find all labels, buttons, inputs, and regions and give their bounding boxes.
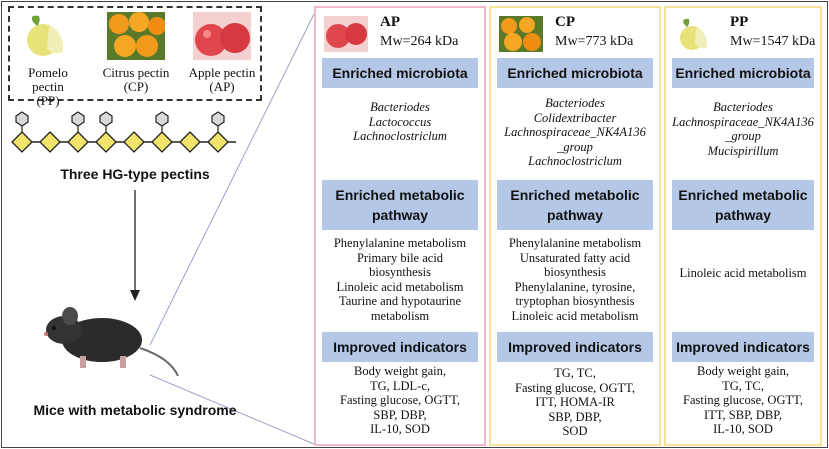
cp-pathway-header: Enriched metabolic pathway: [497, 180, 653, 230]
ap-pathway-list: Phenylalanine metabolism Primary bile ac…: [318, 236, 482, 323]
pathway: Linoleic acid metabolism: [679, 266, 807, 280]
hg-chain-diagram: [11, 111, 236, 153]
pomelo-image: [19, 12, 77, 60]
pathway: Linoleic acid metabolism: [511, 308, 639, 323]
microbe: Mucispirillum: [707, 143, 779, 158]
pp-abbr: PP: [730, 14, 749, 30]
apple-image: [324, 16, 368, 52]
pp-microbiota-list: Bacteriodes Lachnospiraceae_NK4A136 _gro…: [668, 100, 818, 158]
cp-column: CP Mw=773 kDa Enriched microbiota Bacter…: [489, 6, 661, 446]
microbe: _group: [725, 129, 761, 143]
pathway-header-line: Enriched metabolic: [335, 187, 465, 203]
ap-microbiota-header: Enriched microbiota: [322, 58, 478, 88]
ap-abbr: AP: [380, 14, 400, 30]
indicator: Fasting glucose, OGTT,: [340, 393, 460, 407]
ap-indicators-header: Improved indicators: [322, 332, 478, 362]
pathway: metabolism: [370, 308, 430, 323]
microbe: Lachnoclostriclum: [353, 129, 447, 143]
indicator: TG, TC,: [722, 378, 764, 393]
microbe: Lachnoclostriclum: [528, 154, 622, 168]
microbe: Bacteriodes: [370, 100, 430, 114]
microbe: _group: [557, 139, 593, 154]
ap-pathway-header: Enriched metabolic pathway: [322, 180, 478, 230]
microbe: Lachnospiraceae_NK4A136: [504, 125, 646, 139]
apple-image: [193, 12, 251, 60]
cp-microbiota-list: Bacteriodes Colidextribacter Lachnospira…: [493, 96, 657, 169]
indicator: Body weight gain,: [696, 364, 789, 378]
pomelo-image: [674, 16, 718, 52]
pathway-header-line: Enriched metabolic: [678, 187, 808, 203]
indicator: SBP, DBP,: [373, 407, 427, 422]
pathway: Phenylalanine, tyrosine,: [514, 279, 636, 294]
pathway-header-line: Enriched metabolic: [510, 187, 640, 203]
indicator: TG, TC,: [554, 366, 596, 380]
pp-indicators-list: Body weight gain, TG, TC, Fasting glucos…: [668, 364, 818, 437]
microbe: Bacteriodes: [545, 96, 605, 110]
citrus-image: [107, 12, 166, 60]
ap-indicators-list: Body weight gain, TG, LDL-c, Fasting glu…: [318, 364, 482, 437]
pathway: Phenylalanine metabolism: [508, 236, 642, 250]
indicator: IL-10, SOD: [370, 422, 430, 436]
pathway: tryptophan biosynthesis: [515, 294, 635, 308]
ap-microbiota-list: Bacteriodes Lactococcus Lachnoclostriclu…: [318, 100, 482, 144]
indicator: SOD: [562, 424, 588, 438]
cp-indicators-list: TG, TC, Fasting glucose, OGTT, ITT, HOMA…: [493, 366, 657, 439]
pathway-header-line: pathway: [371, 207, 428, 223]
ap-header: AP Mw=264 kDa: [320, 12, 480, 60]
cp-pathway-list: Phenylalanine metabolism Unsaturated fat…: [493, 236, 657, 323]
down-arrow-icon: [130, 190, 140, 301]
microbe: Colidextribacter: [533, 110, 617, 125]
pathway-header-line: pathway: [714, 207, 771, 223]
microbe: Lachnospiraceae_NK4A136: [672, 114, 814, 129]
pathway: Phenylalanine metabolism: [333, 236, 467, 250]
cp-mw: Mw=773 kDa: [555, 34, 634, 49]
citrus-item: Citrus pectin (CP): [100, 12, 172, 94]
ap-column: AP Mw=264 kDa Enriched microbiota Bacter…: [314, 6, 486, 446]
pp-indicators-header: Improved indicators: [672, 332, 814, 362]
pathway: biosynthesis: [544, 265, 606, 279]
indicator: Fasting glucose, OGTT,: [515, 380, 635, 395]
pp-microbiota-header: Enriched microbiota: [672, 58, 814, 88]
indicator: Fasting glucose, OGTT,: [683, 393, 803, 407]
mouse-icon: [44, 307, 179, 377]
indicator: IL-10, SOD: [713, 422, 773, 436]
apple-item: Apple pectin (AP): [186, 12, 258, 94]
chain-title: Three HG-type pectins: [60, 166, 210, 182]
pathway-header-line: pathway: [546, 207, 603, 223]
microbe: Lactococcus: [368, 114, 432, 129]
pathway: Taurine and hypotaurine: [339, 294, 461, 308]
pectin-legend-box: Pomelo pectin (PP) Citrus pectin (CP): [8, 6, 262, 108]
pathway: Primary bile acid: [356, 250, 444, 265]
microbe: Bacteriodes: [713, 100, 773, 114]
cp-header: CP Mw=773 kDa: [495, 12, 655, 60]
apple-abbr: (AP): [209, 79, 235, 94]
pp-header: PP Mw=1547 kDa: [670, 12, 829, 60]
pomelo-label: Pomelo pectin: [28, 65, 68, 94]
pathway: Linoleic acid metabolism: [336, 279, 464, 294]
pomelo-item: Pomelo pectin (PP): [12, 12, 84, 108]
citrus-image: [499, 16, 543, 52]
indicator: SBP, DBP,: [548, 409, 602, 424]
citrus-abbr: (CP): [123, 79, 149, 94]
citrus-label: Citrus pectin: [102, 65, 170, 80]
cp-microbiota-header: Enriched microbiota: [497, 58, 653, 88]
mouse-title: Mice with metabolic syndrome: [33, 402, 237, 418]
pathway: biosynthesis: [369, 265, 431, 279]
indicator: ITT, SBP, DBP,: [704, 407, 782, 422]
cp-indicators-header: Improved indicators: [497, 332, 653, 362]
pomelo-abbr: (PP): [36, 93, 60, 108]
apple-label: Apple pectin: [188, 65, 256, 80]
cp-abbr: CP: [555, 14, 575, 30]
indicator: Body weight gain,: [353, 364, 446, 378]
pp-pathway-list: Linoleic acid metabolism: [668, 266, 818, 281]
pp-column: PP Mw=1547 kDa Enriched microbiota Bacte…: [664, 6, 822, 446]
pathway: Unsaturated fatty acid: [519, 250, 631, 265]
ap-mw: Mw=264 kDa: [380, 34, 459, 49]
indicator: TG, LDL-c,: [369, 378, 431, 393]
indicator: ITT, HOMA-IR: [535, 395, 615, 409]
pp-mw: Mw=1547 kDa: [730, 34, 816, 49]
pp-pathway-header: Enriched metabolic pathway: [672, 180, 814, 230]
